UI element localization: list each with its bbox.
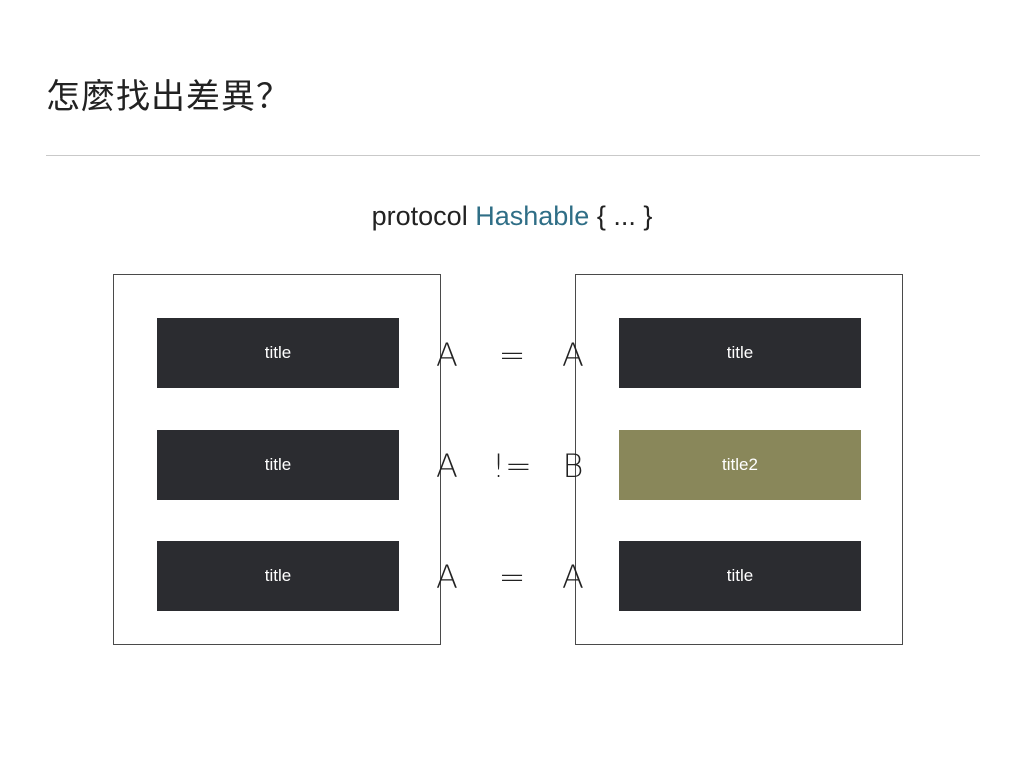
new-list-cell: title (619, 318, 861, 388)
protocol-declaration: protocol Hashable { ... } (0, 198, 1024, 234)
new-list-cell: title (619, 541, 861, 611)
comparison-rhs: A (562, 336, 584, 374)
comparison-operator: = (498, 336, 526, 374)
comparison-row-1: A = A (430, 330, 595, 380)
comparison-lhs: A (436, 558, 458, 596)
protocol-keyword: protocol (371, 201, 468, 231)
comparison-lhs: A (436, 447, 458, 485)
protocol-type-name: Hashable (475, 201, 590, 231)
comparison-row-3: A = A (430, 552, 595, 602)
old-list-cell: title (157, 541, 399, 611)
comparison-lhs: A (436, 336, 458, 374)
old-list-cell: title (157, 430, 399, 500)
comparison-rhs: A (562, 558, 584, 596)
comparison-operator: = (498, 558, 526, 596)
comparison-operator: != (492, 447, 532, 485)
new-list-cell-changed: title2 (619, 430, 861, 500)
old-list-cell: title (157, 318, 399, 388)
title-divider (46, 155, 980, 156)
new-list-panel: title title2 title (575, 274, 903, 645)
comparison-row-2: A != B (430, 441, 595, 491)
comparison-rhs: B (562, 447, 584, 485)
protocol-body: { ... } (596, 201, 653, 231)
slide-title: 怎麼找出差異？ (46, 77, 291, 117)
old-list-panel: title title title (113, 274, 441, 645)
